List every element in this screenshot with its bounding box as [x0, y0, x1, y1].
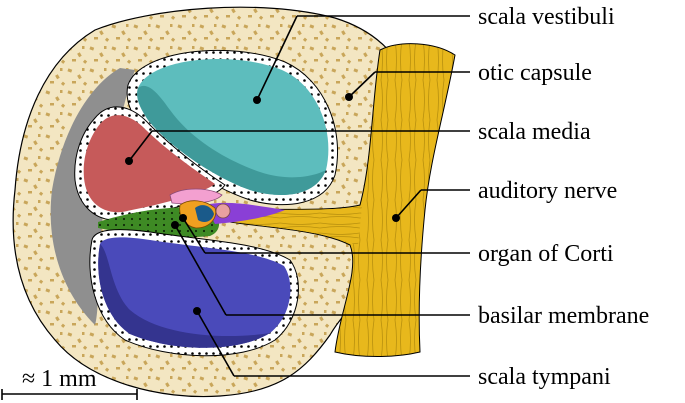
scala-vestibuli-region: [126, 49, 339, 206]
label-organ-of-corti: organ of Corti: [478, 241, 614, 267]
scale-bar-label: ≈ 1 mm: [22, 366, 97, 392]
label-scala-vestibuli: scala vestibuli: [478, 4, 615, 30]
organ-of-corti-region: [169, 188, 285, 229]
label-otic-capsule: otic capsule: [478, 60, 592, 86]
leader-lines: [125, 15, 470, 377]
scala-tympani-region: [89, 229, 299, 357]
scale-bar: ≈ 1 mm: [1, 366, 138, 400]
label-basilar-membrane: basilar membrane: [478, 303, 649, 329]
label-scala-media: scala media: [478, 119, 591, 145]
label-scala-tympani: scala tympani: [478, 364, 611, 390]
label-auditory-nerve: auditory nerve: [478, 178, 617, 204]
